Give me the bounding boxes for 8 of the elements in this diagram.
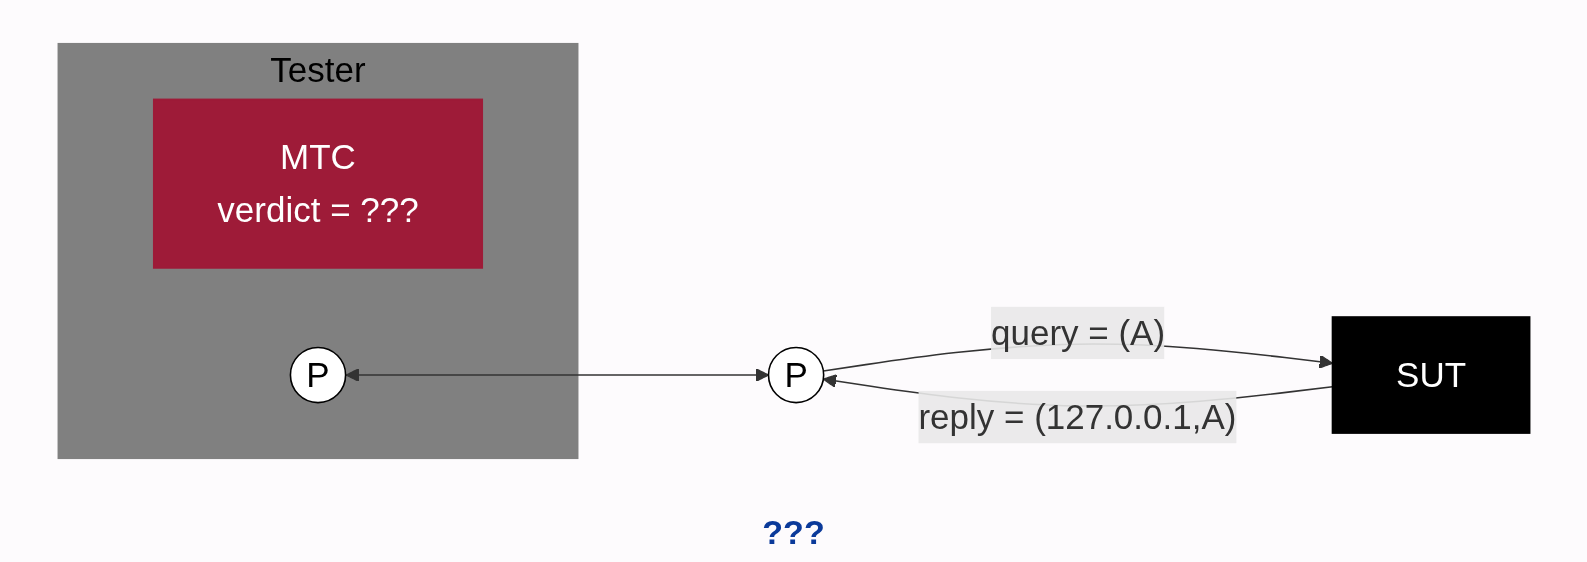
node-circle: P: [289, 346, 346, 404]
node-circle: P: [767, 346, 824, 404]
node-box: MTC verdict = ???: [152, 98, 483, 269]
arrow: [345, 368, 769, 383]
node-box: SUT: [1331, 316, 1530, 434]
edge-label: query = (A): [990, 313, 1165, 353]
edge-label: reply = (127.0.0.1,A): [917, 397, 1236, 437]
note-text: ???: [761, 513, 826, 552]
